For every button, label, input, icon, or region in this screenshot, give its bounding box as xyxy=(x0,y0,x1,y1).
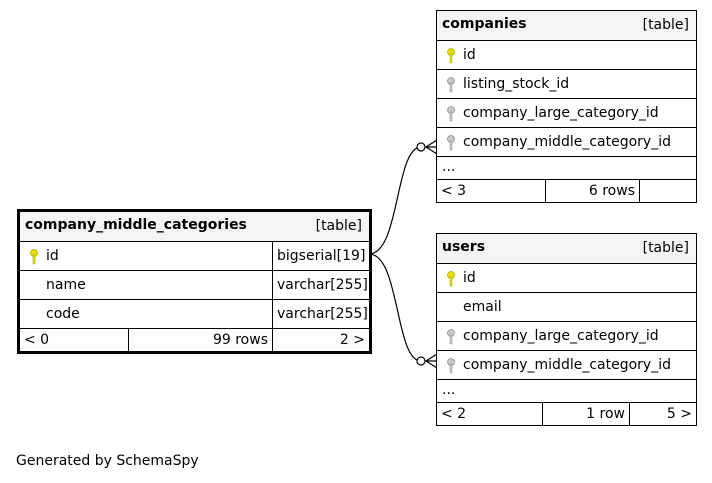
primary-key-icon xyxy=(447,271,455,287)
more-columns-ellipsis: ... xyxy=(442,159,456,175)
column-name: listing_stock_id xyxy=(463,76,570,92)
column-row: email xyxy=(437,292,696,321)
more-columns-row: ... xyxy=(437,156,696,179)
column-row: code varchar[255] xyxy=(20,299,369,328)
table-header: companies [table] xyxy=(437,11,696,40)
parents-count[interactable]: < 0 xyxy=(24,332,50,348)
column-name: company_large_category_id xyxy=(463,105,659,121)
column-row: id bigserial[19] xyxy=(20,241,369,270)
column-name: id xyxy=(463,47,476,63)
generated-by-label: Generated by SchemaSpy xyxy=(16,453,199,469)
parents-count[interactable]: < 2 xyxy=(441,406,467,422)
foreign-key-icon xyxy=(447,77,455,93)
column-name: email xyxy=(463,299,502,315)
table-kind: [table] xyxy=(642,17,689,33)
row-count: 1 row xyxy=(542,403,629,425)
column-name: id xyxy=(463,270,476,286)
children-count[interactable]: 2 > xyxy=(272,329,369,351)
row-count: 99 rows xyxy=(128,329,272,351)
column-name: company_middle_category_id xyxy=(463,134,671,150)
children-count[interactable] xyxy=(639,180,696,202)
foreign-key-icon xyxy=(447,358,455,374)
table-footer: < 0 99 rows 2 > xyxy=(20,328,369,351)
table-companies[interactable]: companies [table] id listing_stock_id co… xyxy=(436,10,697,203)
column-name: company_large_category_id xyxy=(463,328,659,344)
foreign-key-icon xyxy=(447,329,455,345)
primary-key-icon xyxy=(30,249,38,265)
row-count: 6 rows xyxy=(545,180,639,202)
table-name: company_middle_categories xyxy=(25,217,247,233)
foreign-key-icon xyxy=(447,106,455,122)
column-row: company_middle_category_id xyxy=(437,350,696,379)
column-row: id xyxy=(437,263,696,292)
column-row: company_large_category_id xyxy=(437,321,696,350)
table-kind: [table] xyxy=(315,218,362,234)
column-type: varchar[255] xyxy=(272,271,369,299)
column-row: id xyxy=(437,40,696,69)
foreign-key-icon xyxy=(447,135,455,151)
column-name: code xyxy=(46,306,80,322)
column-row: listing_stock_id xyxy=(437,69,696,98)
table-name: users xyxy=(442,239,486,255)
table-footer: < 3 6 rows xyxy=(437,179,696,202)
column-type: varchar[255] xyxy=(272,300,369,328)
column-name: company_middle_category_id xyxy=(463,357,671,373)
connector-users-optional-marker xyxy=(416,356,426,366)
table-company-middle-categories[interactable]: company_middle_categories [table] id big… xyxy=(17,209,372,354)
connector-companies xyxy=(368,146,422,255)
table-footer: < 2 1 row 5 > xyxy=(437,402,696,425)
table-users[interactable]: users [table] id email company_large_cat… xyxy=(436,233,697,426)
connector-companies-crowsfoot xyxy=(424,139,438,155)
table-header: company_middle_categories [table] xyxy=(20,212,369,241)
more-columns-row: ... xyxy=(437,379,696,402)
parents-count[interactable]: < 3 xyxy=(441,183,467,199)
table-name: companies xyxy=(442,16,527,32)
more-columns-ellipsis: ... xyxy=(442,382,456,398)
column-row: company_middle_category_id xyxy=(437,127,696,156)
table-kind: [table] xyxy=(642,240,689,256)
table-header: users [table] xyxy=(437,234,696,263)
column-row: name varchar[255] xyxy=(20,270,369,299)
connector-users-crowsfoot xyxy=(424,353,438,369)
column-name: id xyxy=(46,248,59,264)
connector-companies-optional-marker xyxy=(416,142,426,152)
column-row: company_large_category_id xyxy=(437,98,696,127)
connector-users xyxy=(368,253,422,362)
children-count[interactable]: 5 > xyxy=(629,403,696,425)
column-type: bigserial[19] xyxy=(272,242,369,270)
column-name: name xyxy=(46,277,86,293)
primary-key-icon xyxy=(447,48,455,64)
